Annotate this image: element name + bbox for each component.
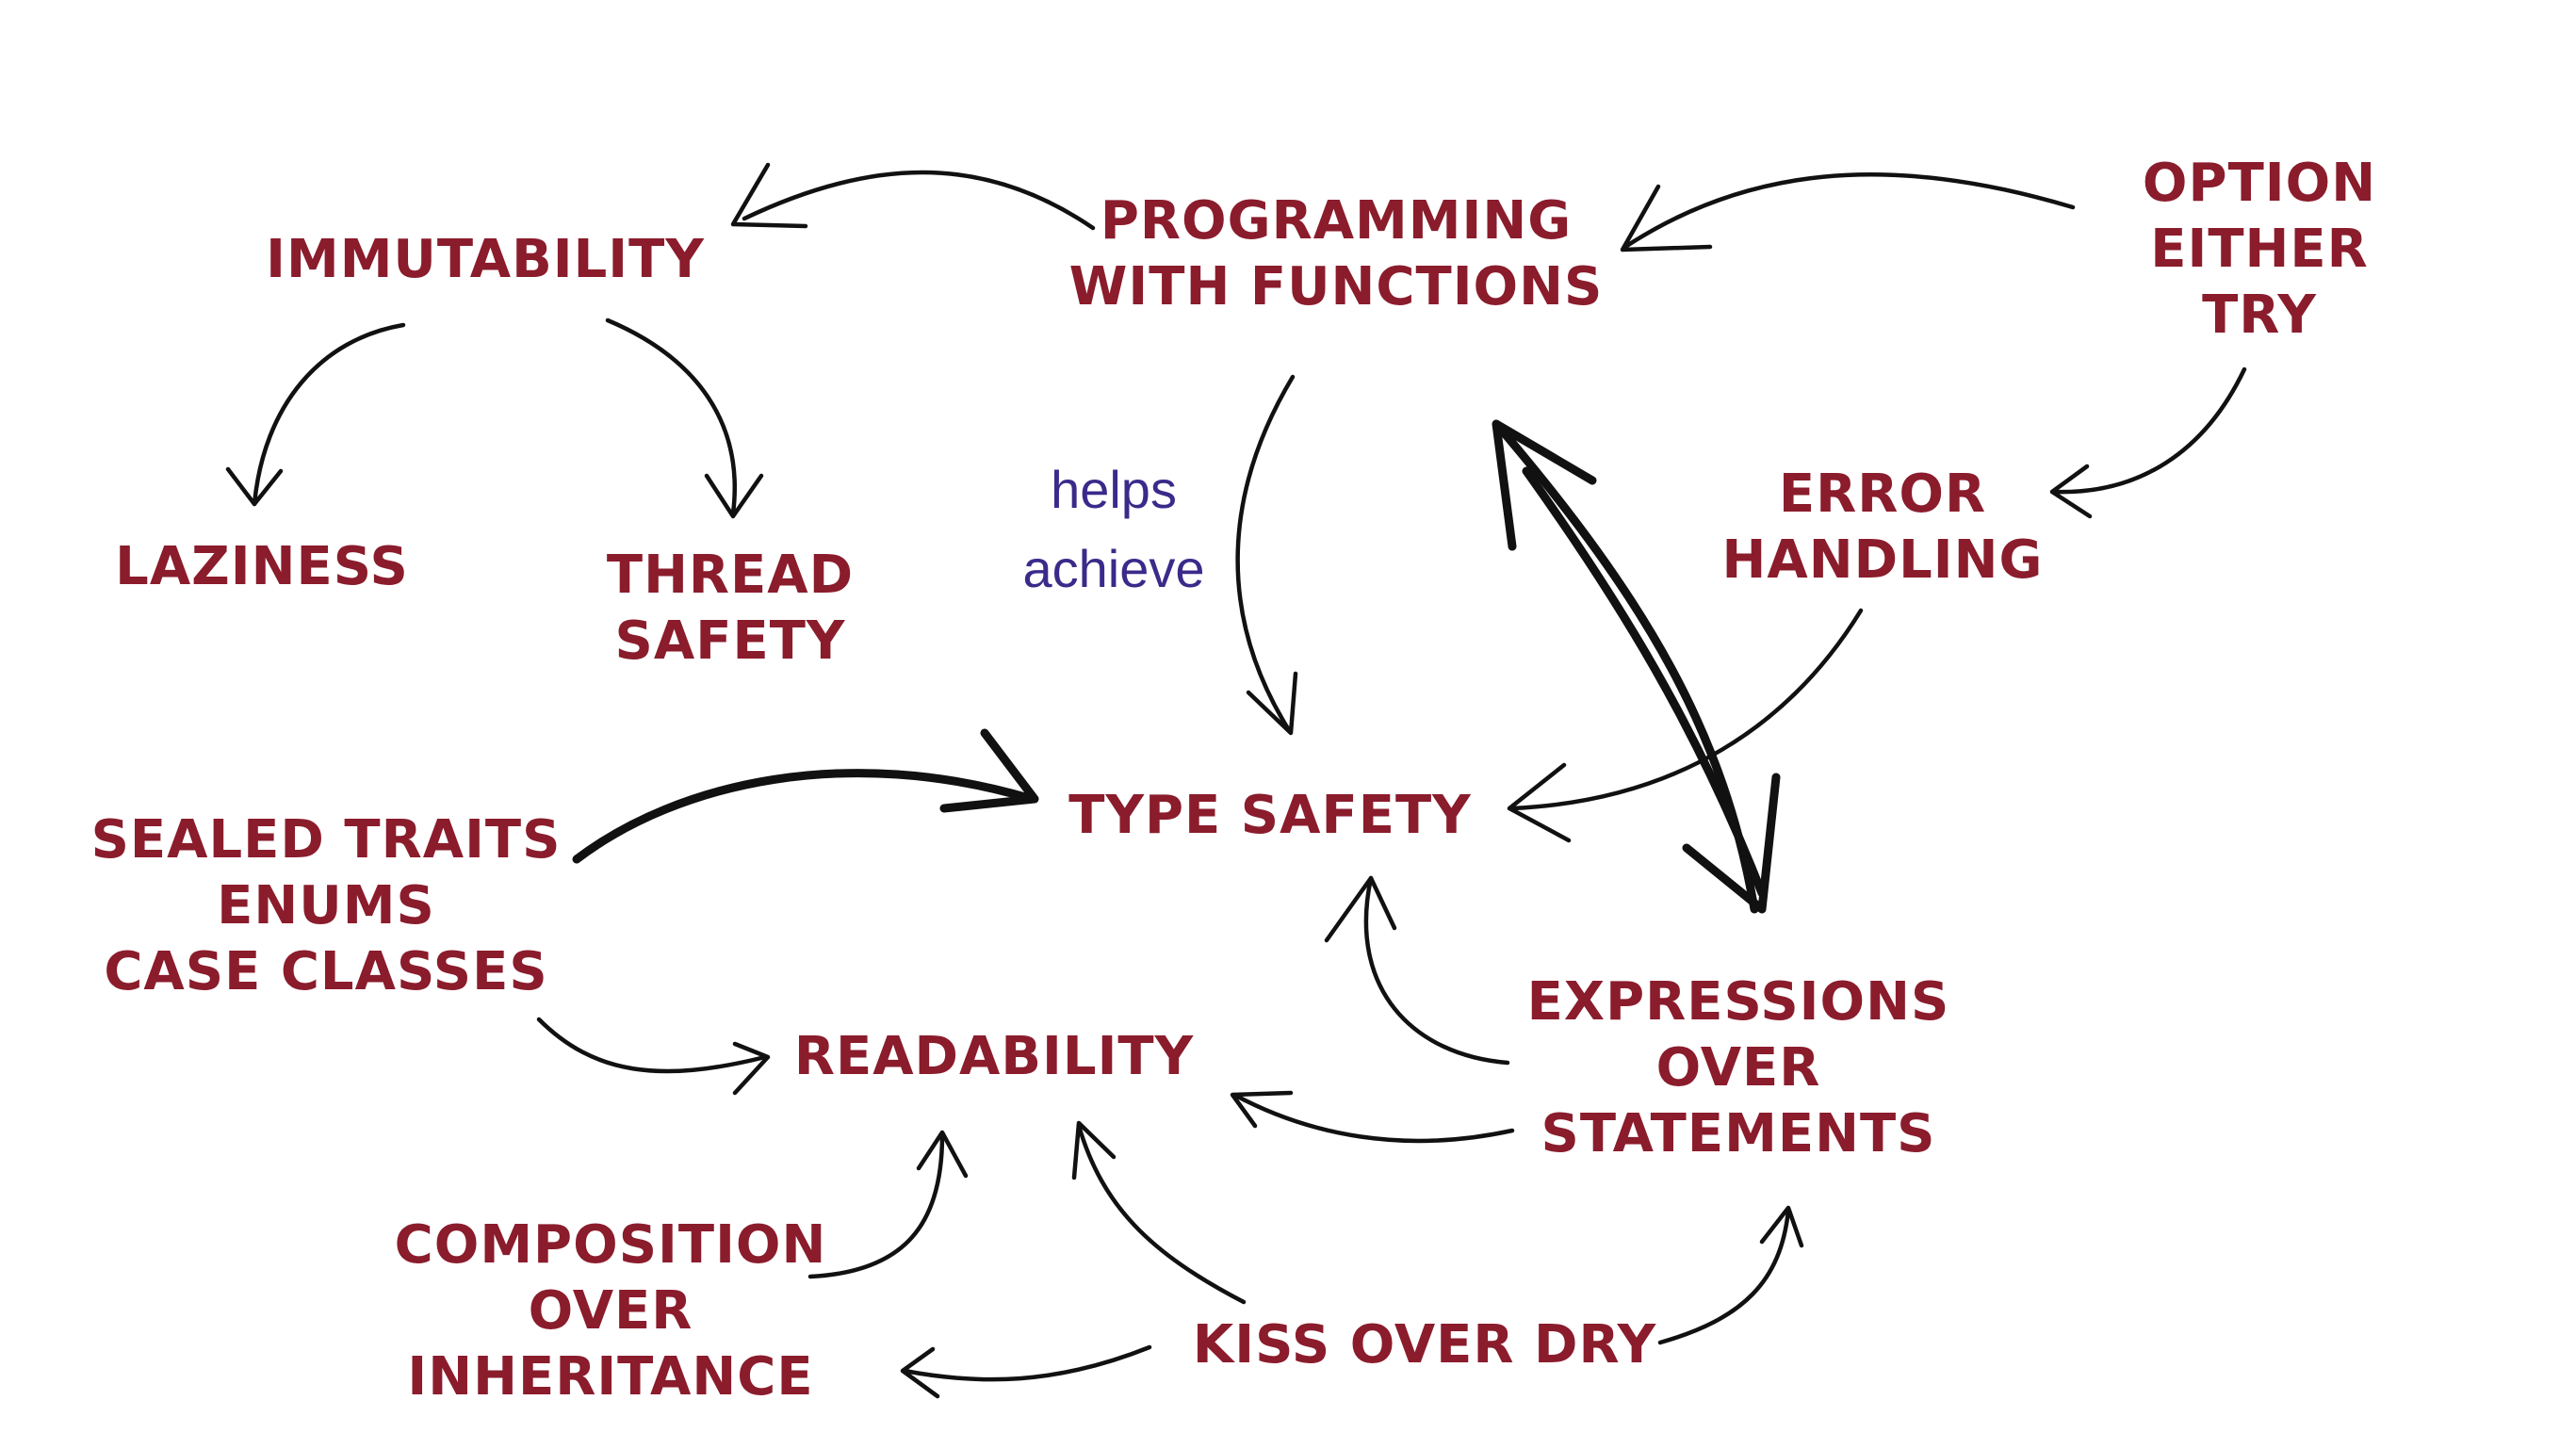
node-composition-over-inheritance: COMPOSITION OVER INHERITANCE [395,1213,827,1410]
node-line: LAZINESS [115,536,409,597]
edge-expressions-to-readability [1230,1090,1515,1144]
node-line: OVER [1655,1037,1821,1099]
node-line: COMPOSITION [394,1214,827,1276]
node-line: TRY [2202,285,2317,346]
edge-label-helps-achieve: helps achieve [1022,450,1204,609]
edge-kiss-to-readability [1071,1120,1247,1305]
node-line: READABILITY [793,1026,1195,1087]
node-type-safety: TYPE SAFETY [1068,783,1471,849]
node-error-handling: ERROR HANDLING [1722,462,2044,594]
node-line: IMMUTABILITY [266,229,705,290]
node-line: EITHER [2150,219,2369,280]
node-line: OVER [528,1280,693,1342]
edge-expressions-to-type [1324,875,1510,1066]
node-line: OPTION [2142,153,2377,214]
edge-expressions-programming [1492,419,1781,914]
edge-error-to-type [1507,608,1864,843]
edge-immutability-to-thread [605,317,764,519]
node-programming-with-functions: PROGRAMMING WITH FUNCTIONS [1069,188,1604,320]
edge-option-to-programming [1620,171,2076,252]
node-line: TYPE SAFETY [1068,785,1472,846]
node-thread-safety: THREAD SAFETY [607,543,854,675]
node-line: KISS OVER DRY [1192,1314,1657,1376]
node-line: THREAD [606,545,855,606]
node-line: HANDLING [1721,529,2044,591]
edge-composition-to-readability [807,1130,969,1279]
annotation-line: achieve [1022,539,1205,598]
edge-kiss-to-expressions [1657,1205,1804,1345]
edge-sealed-to-readability [536,1017,771,1096]
node-line: SAFETY [614,611,846,672]
node-kiss-over-dry: KISS OVER DRY [1193,1312,1656,1378]
node-line: CASE CLASSES [104,941,548,1002]
node-sealed-traits: SEALED TRAITS ENUMS CASE CLASSES [91,807,562,1005]
edge-kiss-to-composition [900,1344,1152,1399]
annotation-line: helps [1051,460,1177,519]
node-line: SEALED TRAITS [90,809,562,871]
edge-programming-to-immutability [730,162,1096,231]
node-line: ERROR [1778,464,1987,525]
node-line: INHERITANCE [407,1346,814,1408]
edge-programming-to-type [1235,374,1298,736]
node-expressions-over-statements: EXPRESSIONS OVER STATEMENTS [1527,969,1950,1167]
node-laziness: LAZINESS [115,534,409,600]
node-immutability: IMMUTABILITY [266,227,705,293]
node-line: STATEMENTS [1541,1103,1936,1164]
edge-immutability-to-laziness [225,322,406,507]
node-line: ENUMS [217,875,435,936]
node-line: PROGRAMMING [1100,190,1573,252]
edge-sealed-to-type [572,728,1039,864]
node-readability: READABILITY [794,1024,1194,1090]
node-option-either-try: OPTION EITHER TRY [2143,151,2376,349]
node-line: EXPRESSIONS [1526,971,1950,1033]
node-line: WITH FUNCTIONS [1068,256,1604,317]
edge-option-to-error [2049,366,2247,519]
